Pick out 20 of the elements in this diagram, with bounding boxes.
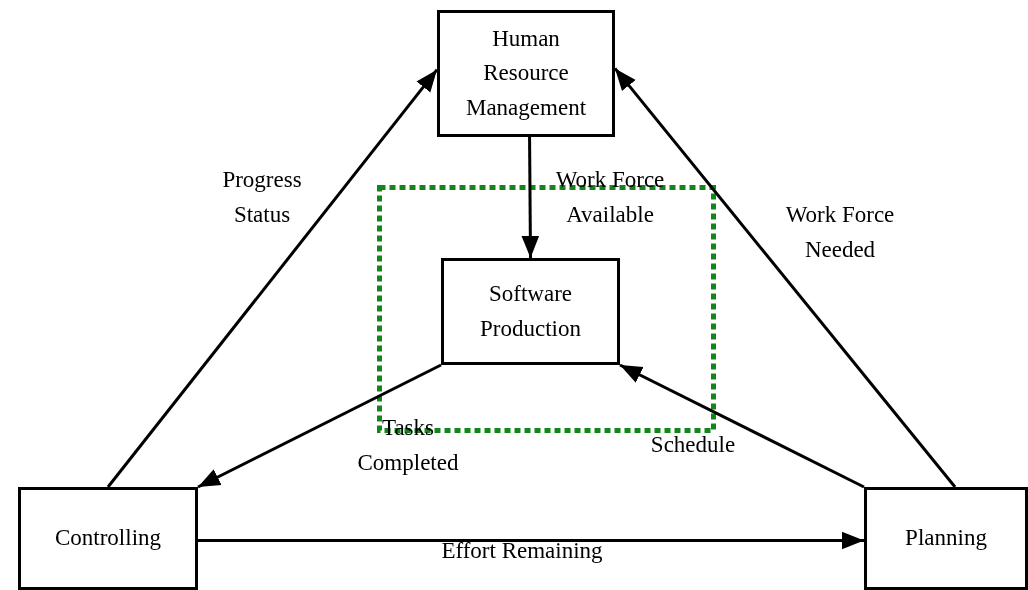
arrow xyxy=(197,363,442,489)
process-box xyxy=(18,487,198,590)
edge-label: Work Force Available xyxy=(554,166,666,229)
arrow xyxy=(521,137,540,258)
box-label: Software Production xyxy=(479,280,582,343)
process-box xyxy=(437,10,615,137)
edge-label: Effort Remaining xyxy=(440,537,604,565)
box-label: Human Resource Management xyxy=(464,24,588,122)
edge-label: Tasks Completed xyxy=(356,414,460,477)
process-box xyxy=(864,487,1028,590)
arrow xyxy=(619,363,865,489)
arrow xyxy=(613,67,957,488)
edge-label: Work Force Needed xyxy=(784,201,896,264)
arrow xyxy=(198,531,864,550)
process-box xyxy=(441,258,620,365)
arrow xyxy=(106,68,439,488)
box-label: Planning xyxy=(905,524,987,553)
edge-label: Schedule xyxy=(649,431,737,459)
box-label: Controlling xyxy=(54,524,162,553)
edge-label: Progress Status xyxy=(221,166,303,229)
